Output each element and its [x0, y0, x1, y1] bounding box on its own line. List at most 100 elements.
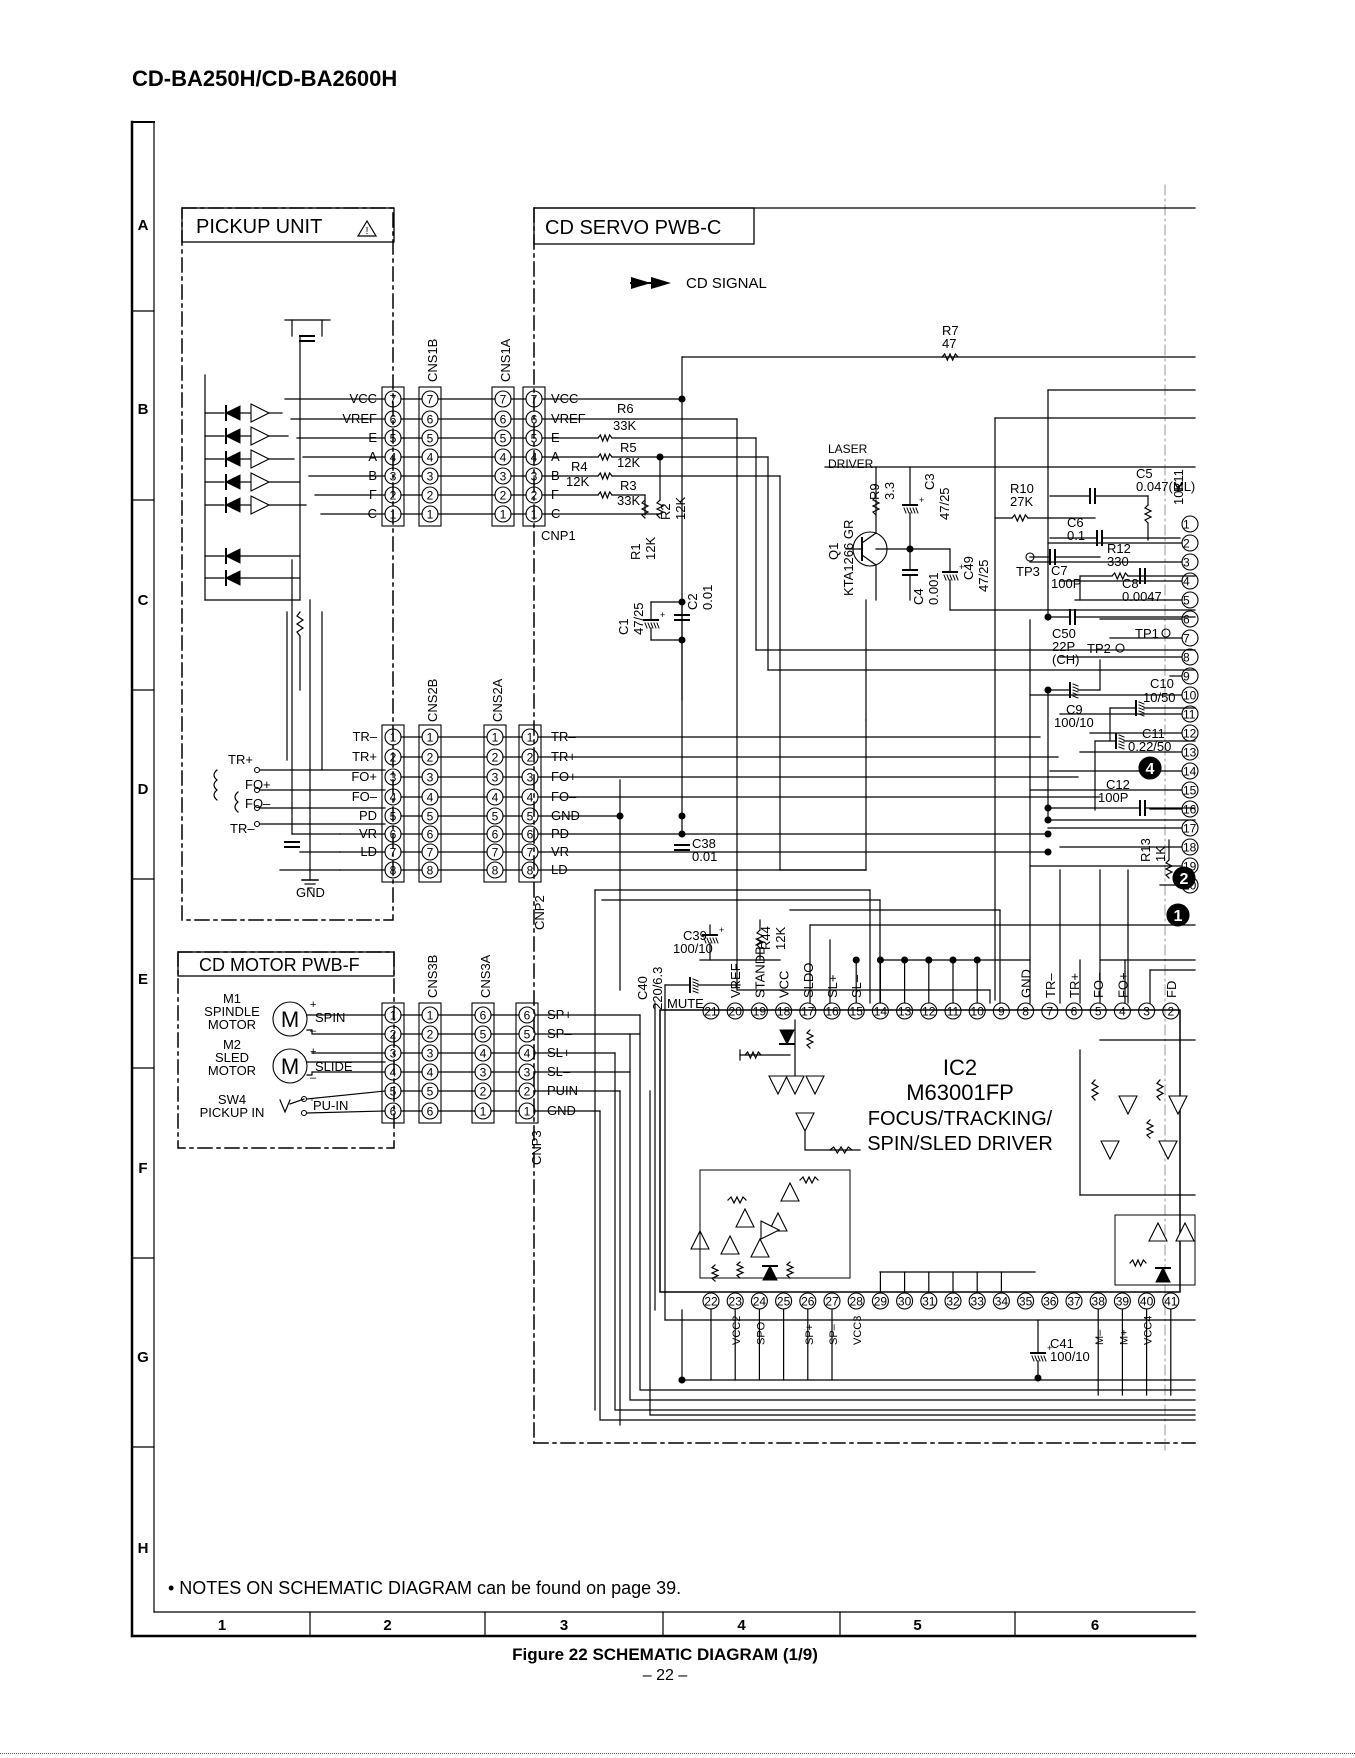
junction-dot: [678, 598, 686, 606]
pin-number: 7: [427, 393, 434, 407]
q1-label: Q1: [826, 543, 841, 560]
c41-label: C41: [1050, 1336, 1074, 1351]
capacitor-hatch: [706, 937, 710, 944]
pin-circle: [384, 390, 402, 408]
resistor: [755, 929, 765, 949]
resistor: [727, 1195, 747, 1205]
pin-circle: [518, 1063, 536, 1081]
pin-number: 7: [1046, 1005, 1053, 1019]
pin-number: 5: [527, 810, 534, 824]
pin-circle: [421, 390, 439, 408]
ic2-pin-label: TR–: [1043, 973, 1058, 998]
resistor: [1155, 1079, 1165, 1101]
ic2-pin-label: SP–: [828, 1323, 840, 1345]
resistor: [597, 433, 613, 443]
amplifier: [760, 1220, 781, 1240]
connector-label-cns1a: CNS1A: [498, 338, 513, 382]
r1-label: R1: [628, 543, 643, 560]
pin-circle: [871, 1002, 889, 1020]
pin-circle: [486, 807, 504, 825]
resistor: [829, 1145, 853, 1155]
amplifier: [780, 1181, 800, 1202]
coil-terminal: [253, 786, 261, 794]
reference-badge: [1166, 903, 1190, 927]
circle: [300, 1109, 308, 1117]
pin-circle: [384, 1025, 402, 1043]
col-label: 6: [1091, 1617, 1099, 1634]
servo-signal-label: SP+: [547, 1007, 572, 1022]
pin-number: 1: [500, 508, 507, 522]
pin-number: 4: [524, 1047, 531, 1061]
ic2-name: IC2: [943, 1055, 977, 1080]
pin-number: 1: [480, 1105, 487, 1119]
c3-value: 47/25: [937, 487, 952, 520]
pin-circle: [486, 788, 504, 806]
junction-dot: [973, 956, 981, 964]
coil-terminal: [253, 804, 261, 812]
edge-pin: [1181, 553, 1199, 571]
connector-body: [418, 386, 442, 527]
c6-label: 0.1: [1067, 528, 1085, 543]
pin-number: 7: [531, 393, 538, 407]
pin-circle: [518, 1102, 536, 1120]
pin-circle: [421, 843, 439, 861]
r12-label: 330: [1107, 554, 1129, 569]
pin-number: 7: [492, 846, 499, 860]
connector-label-cns3b: CNS3B: [425, 955, 440, 998]
pin-number: 5: [492, 810, 499, 824]
pin-number: 2: [1167, 1005, 1174, 1019]
servo-signal-label: SP–: [547, 1026, 572, 1041]
pin-circle: [486, 843, 504, 861]
coil-label: TR+: [228, 752, 253, 767]
pin-circle: [384, 1082, 402, 1100]
reference-badge: [1172, 866, 1196, 890]
capacitor-hatch: [946, 574, 950, 581]
edge-pin: [1181, 800, 1199, 818]
servo-signal-label: PUIN: [547, 1083, 578, 1098]
edge-pin: [1181, 667, 1199, 685]
connector-label-cnp1: CNP1: [541, 528, 576, 543]
polarity-mark: +: [919, 495, 924, 505]
pin-number: 4: [390, 1066, 397, 1080]
c1-value: 47/25: [631, 602, 646, 635]
pin-number: 3: [524, 1066, 531, 1080]
coil-icon: [213, 769, 218, 801]
label: –: [310, 1025, 317, 1037]
ic2-package: [659, 1009, 1181, 1293]
junction-dot: [1044, 848, 1052, 856]
pin-number: 4: [500, 451, 507, 465]
r7-label: R7: [942, 323, 959, 338]
pin-circle: [1065, 1002, 1083, 1020]
pickup-signal-label: FO–: [352, 789, 378, 804]
capacitor-hatch: [1072, 692, 1079, 696]
capacitor-hatch: [692, 978, 699, 982]
pin-circle: [421, 728, 439, 746]
amplifier: [768, 1075, 788, 1096]
c41-label: 100/10: [1050, 1349, 1090, 1364]
pickup-signal-label: B: [368, 468, 377, 483]
pin-number: 36: [1043, 1295, 1057, 1309]
c7-label: 100P: [1051, 576, 1081, 591]
c49-value: 47/25: [976, 559, 991, 592]
label: R6: [617, 401, 634, 416]
wire: [306, 1110, 386, 1114]
c9-label: C9: [1066, 702, 1083, 717]
ic2-function: FOCUS/TRACKING/: [868, 1108, 1053, 1130]
capacitor-hatch: [709, 937, 713, 944]
pin-number: 13: [898, 1005, 912, 1019]
pin-circle: [702, 1292, 720, 1310]
diode: [779, 1029, 795, 1046]
pin-number: 1: [427, 731, 434, 745]
pin-circle: [968, 1292, 986, 1310]
pin-number: 1: [492, 731, 499, 745]
pin-number: 16: [825, 1005, 839, 1019]
row-label: B: [138, 401, 149, 418]
pin-number: 18: [777, 1005, 791, 1019]
r13-label: R13: [1138, 838, 1153, 862]
pin-circle: [521, 825, 539, 843]
resistor: [597, 490, 613, 500]
pin-circle: [421, 429, 439, 447]
pin-circle: [384, 410, 402, 428]
pin-number: 1: [427, 1009, 434, 1023]
servo-signal-label: GND: [551, 808, 580, 823]
